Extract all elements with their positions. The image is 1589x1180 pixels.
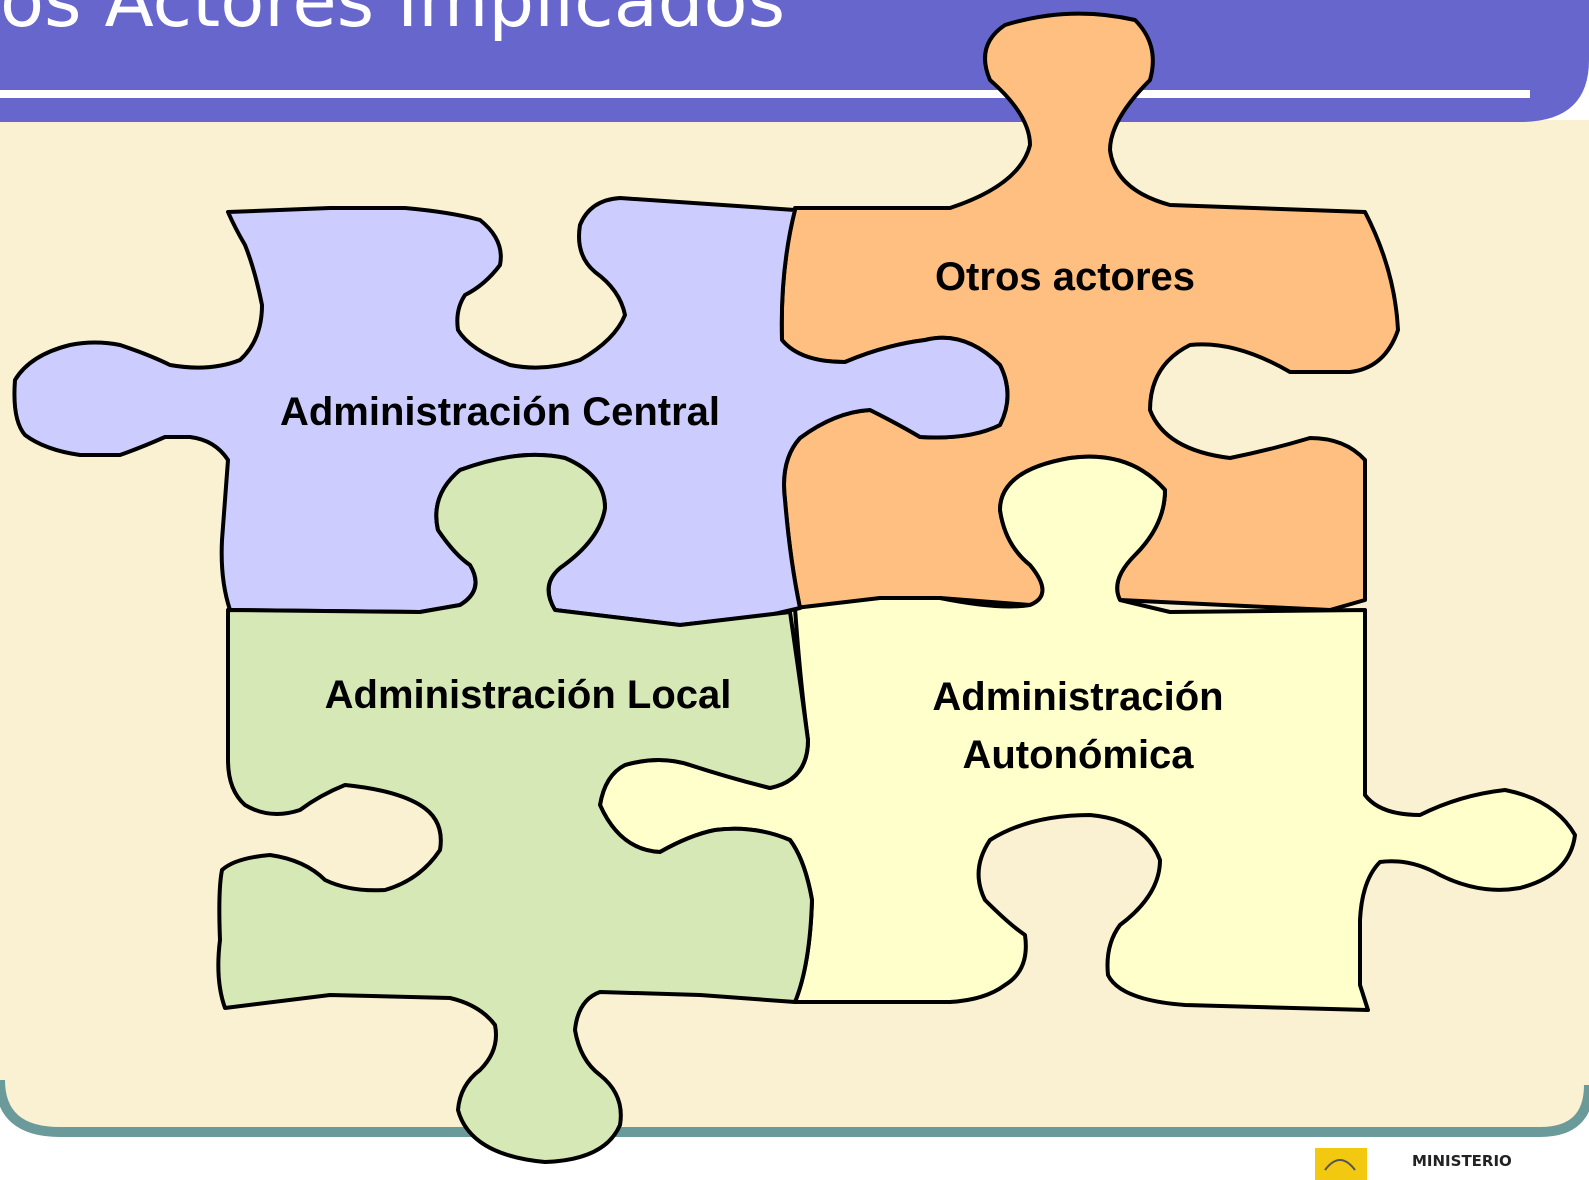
puzzle-piece-administracion-local xyxy=(216,452,814,1164)
label-administracion-autonomica-line1: Administración xyxy=(932,675,1223,719)
label-administracion-autonomica-line2: Autonómica xyxy=(962,733,1194,777)
logo-yellow-block xyxy=(1315,1148,1367,1180)
coat-of-arms-icon xyxy=(1324,1159,1356,1171)
label-otros-actores: Otros actores xyxy=(935,255,1195,299)
ministry-logo: MINISTERIO xyxy=(1315,1148,1587,1180)
bottom-frame-line xyxy=(0,1079,1589,1137)
title-underline xyxy=(0,90,1530,98)
puzzle-piece-administracion-central xyxy=(12,196,1010,627)
slide-title: os Actores Implicados xyxy=(0,0,785,43)
logo-text: MINISTERIO xyxy=(1412,1152,1512,1170)
label-administracion-central: Administración Central xyxy=(280,390,720,434)
label-administracion-local: Administración Local xyxy=(325,673,732,717)
